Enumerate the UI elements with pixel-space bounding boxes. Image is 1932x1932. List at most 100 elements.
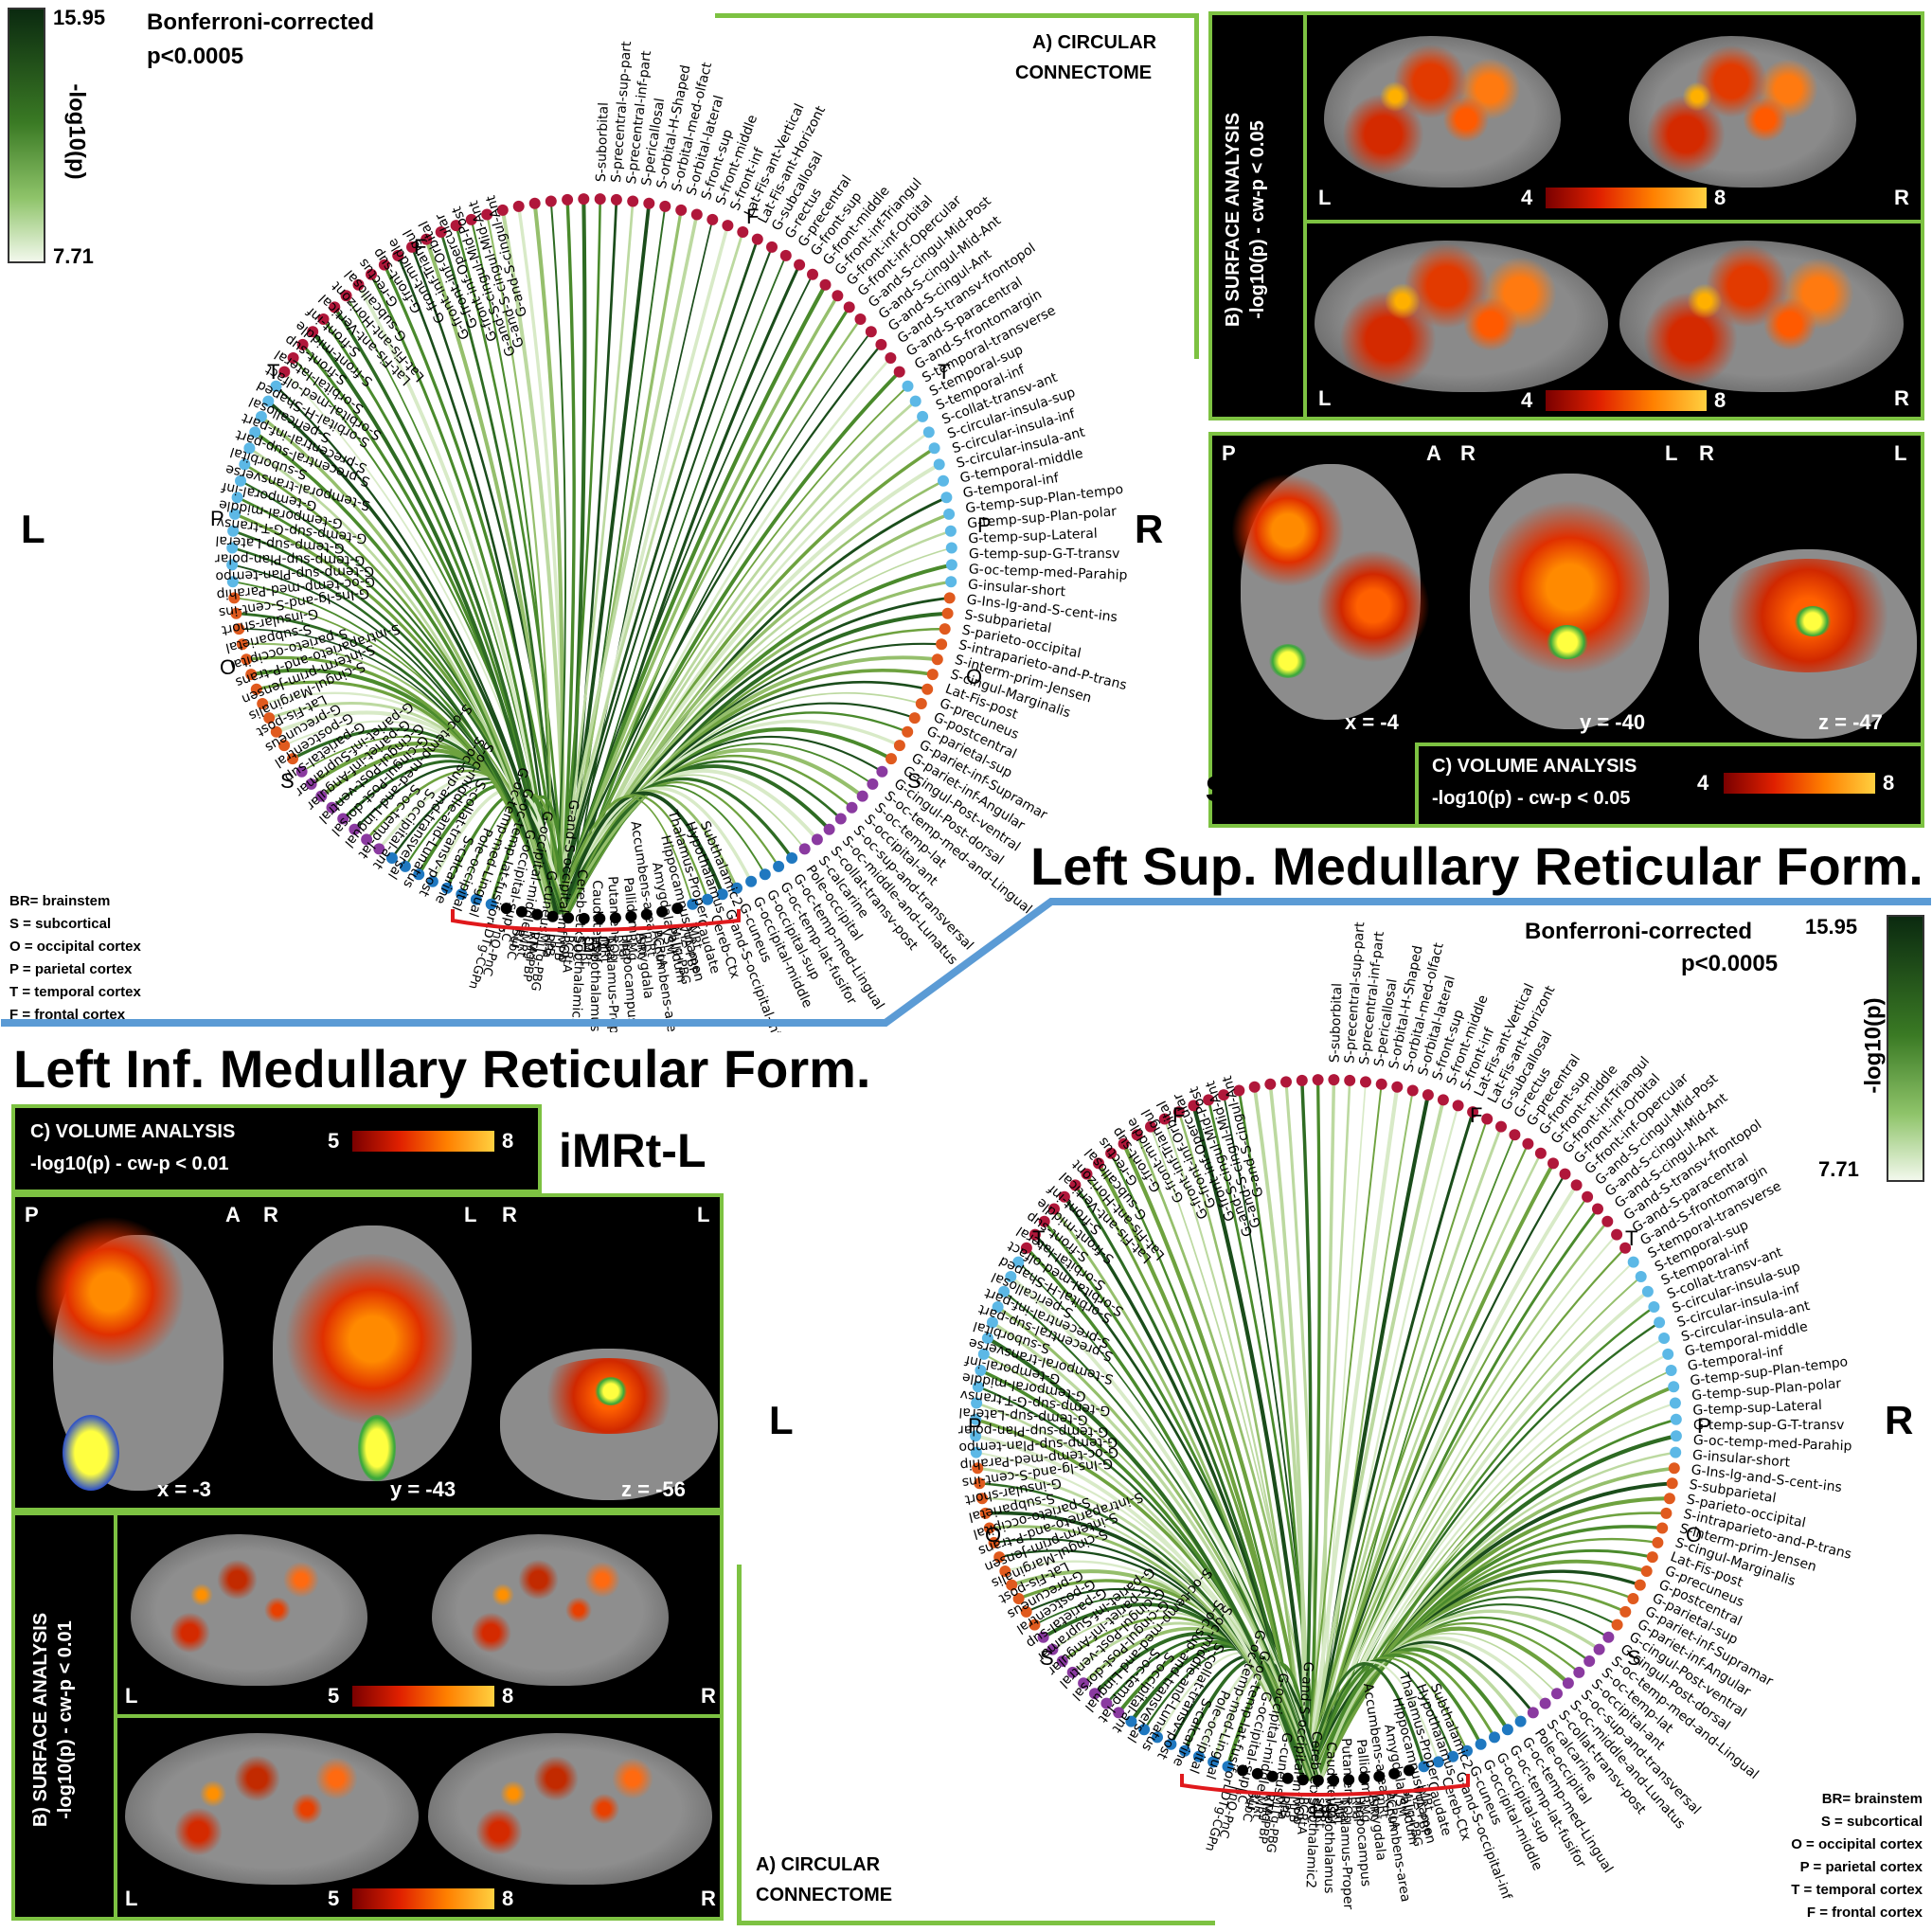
bottom-surface-scale1-max: 8 xyxy=(502,1684,514,1708)
brainstem-label: MPB xyxy=(550,934,567,961)
brainstem-label: iMRt xyxy=(684,921,705,951)
connectome-node xyxy=(875,338,887,350)
connection-chord xyxy=(979,1368,1313,1781)
connectome-node xyxy=(1029,1619,1041,1631)
bottom-surface-scale1 xyxy=(352,1686,494,1707)
top-mri-coronal xyxy=(1451,436,1688,741)
connectome-node xyxy=(465,213,477,225)
connectome-node xyxy=(939,623,951,635)
region-label: Caudate xyxy=(589,880,604,936)
brainstem-label: RPa xyxy=(615,934,631,957)
connectome-node xyxy=(1056,1655,1068,1667)
connectome-node xyxy=(1020,1242,1032,1254)
top-surface-scale1-min: 4 xyxy=(1521,186,1533,209)
top-volume-title2: -log10(p) - cw-p < 0.05 xyxy=(1432,788,1631,809)
connectome-node xyxy=(972,1462,984,1475)
connectome-node xyxy=(420,233,433,245)
brainstem-label: SubC xyxy=(1239,1789,1260,1823)
brainstem-label: VSM xyxy=(588,936,602,962)
bottom-slice1-right: A xyxy=(225,1203,241,1226)
top-surface-scale1-max: 8 xyxy=(1714,186,1726,209)
connectome-node xyxy=(231,492,243,504)
brainstem-label: PCRtA xyxy=(650,929,670,969)
legend-br: BR= brainstem xyxy=(9,893,111,909)
connectome-node xyxy=(909,395,921,407)
connectome-node xyxy=(610,193,622,206)
connectome-node xyxy=(908,712,921,724)
connectome-node xyxy=(1611,1619,1623,1631)
connectome-node xyxy=(228,592,241,604)
region-label: Putamen xyxy=(604,876,622,936)
region-label: Cereb-Ctx xyxy=(1306,1731,1324,1798)
connectome-node xyxy=(1203,1094,1215,1106)
connectome-node xyxy=(366,268,377,280)
connection-chord xyxy=(1301,1143,1530,1781)
top-volume-scale-max: 8 xyxy=(1883,771,1895,795)
legend-t: T = temporal cortex xyxy=(9,984,141,1000)
connection-chord xyxy=(1306,1086,1400,1781)
connectome-node xyxy=(236,638,248,651)
connectome-node xyxy=(834,813,847,825)
connectome-node xyxy=(1422,1089,1434,1101)
connectome-node xyxy=(1654,1316,1666,1329)
region-label: Cereb-Ctx xyxy=(571,869,589,937)
top-surface-scale2-min: 4 xyxy=(1521,388,1533,412)
brainstem-label: RMg xyxy=(623,933,640,961)
bottom-volume-title2: -log10(p) - cw-p < 0.01 xyxy=(30,1154,229,1174)
connection-chord xyxy=(562,203,652,915)
connectome-node xyxy=(562,193,574,206)
connection-chord xyxy=(986,1336,1306,1781)
top-surface-scale2 xyxy=(1546,390,1707,411)
connectome-node xyxy=(1297,1774,1309,1786)
connectome-node xyxy=(230,607,242,619)
connectome-node xyxy=(228,508,241,520)
top-brain-lateral-left xyxy=(1324,36,1561,188)
connectome-node xyxy=(361,833,373,846)
connectome-node xyxy=(671,903,684,915)
brainstem-label: ROb xyxy=(606,935,621,961)
connectome-node xyxy=(349,823,361,835)
connectome-node xyxy=(876,765,888,778)
bottom-side-left: L xyxy=(769,1398,794,1442)
bottom-region-F-right: F xyxy=(1470,1103,1482,1127)
connectome-node xyxy=(983,1522,995,1534)
connectome-node xyxy=(1432,1756,1444,1768)
connectome-node xyxy=(262,395,275,407)
connectome-node xyxy=(999,1565,1011,1577)
connectome-node xyxy=(263,712,276,724)
connection-chord xyxy=(532,203,564,915)
top-brain-lateral-right xyxy=(1629,36,1856,188)
region-label: ROb xyxy=(555,934,572,963)
connectome-node xyxy=(287,753,298,765)
connectome-node xyxy=(1501,1724,1513,1736)
connectome-node xyxy=(1670,1446,1682,1458)
connectome-node xyxy=(1592,1203,1603,1215)
connection-chord xyxy=(1308,1162,1555,1781)
connectome-node xyxy=(250,683,262,695)
connectome-node xyxy=(1093,1157,1104,1170)
bottom-volume-scale-max: 8 xyxy=(502,1129,514,1153)
connectome-node xyxy=(675,204,688,216)
legend-f: F = frontal cortex xyxy=(1806,1905,1923,1921)
connectome-node xyxy=(737,226,749,238)
connectome-node xyxy=(1670,1413,1682,1425)
top-connectome-br-labels: LDTg-CGPnPnO-PnCLCSubCiMRtVTA-PBPMiTg-PB… xyxy=(465,920,704,992)
brainstem-label: VSM xyxy=(658,927,677,957)
connectome-node xyxy=(1461,1744,1473,1757)
connection-chord xyxy=(1303,1083,1383,1781)
top-slice3-coord: z = -47 xyxy=(1818,710,1883,734)
top-volume-scale xyxy=(1724,773,1875,794)
connectome-node xyxy=(971,1397,983,1409)
connectome-node xyxy=(1670,1430,1682,1442)
bottom-mri-coronal xyxy=(254,1197,489,1508)
connectome-node xyxy=(512,200,525,212)
connectome-node xyxy=(1641,1285,1654,1297)
top-region-F-left: F xyxy=(414,235,426,259)
connectome-node xyxy=(295,765,308,778)
region-label: G-temp-sup-Lateral xyxy=(968,527,1098,547)
region-label: RLi xyxy=(508,927,527,950)
brainstem-label: mRt xyxy=(640,931,658,958)
connectome-node xyxy=(1660,1507,1673,1519)
connectome-node xyxy=(722,220,734,232)
connectome-node xyxy=(450,220,462,232)
